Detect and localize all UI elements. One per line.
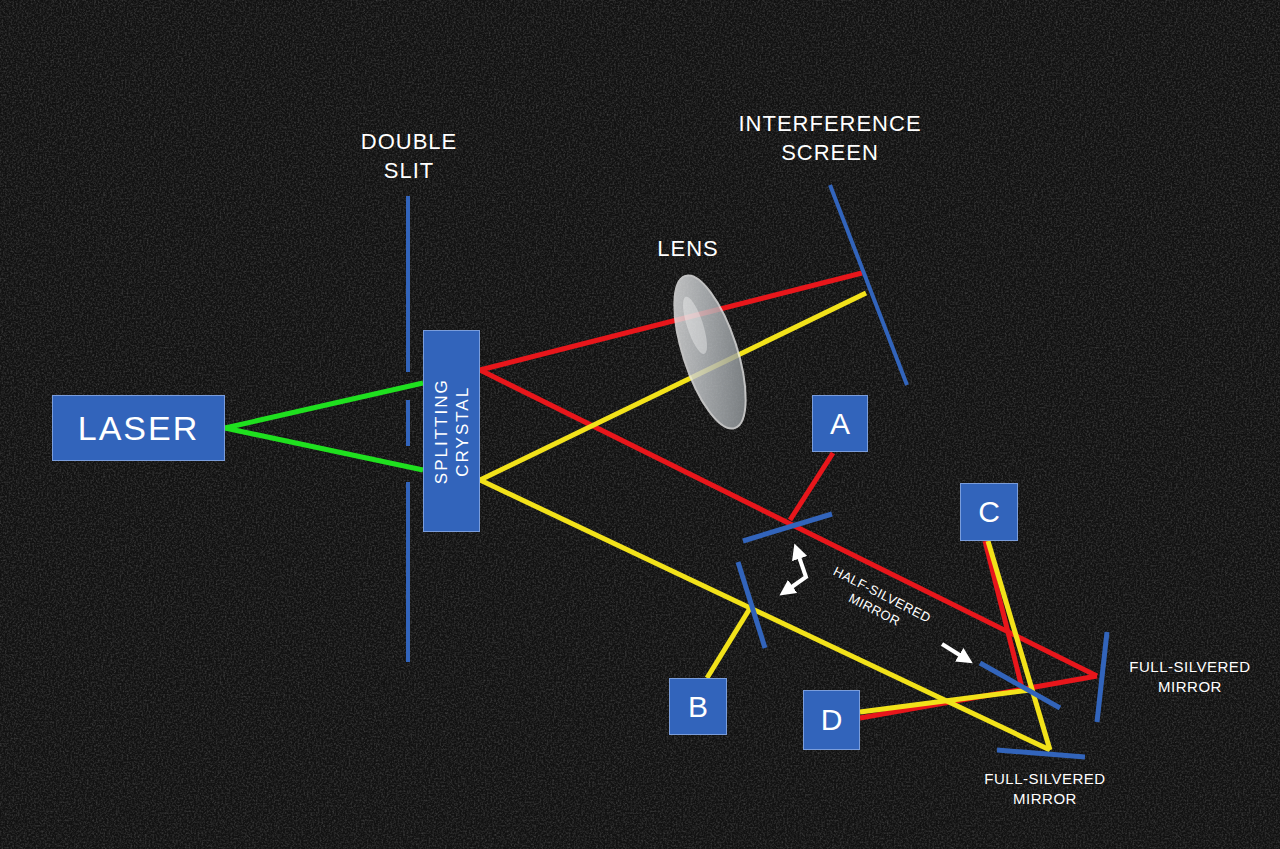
half-silvered-mirror [738, 562, 765, 648]
node-text: A [830, 407, 850, 441]
laser-box: LASER [52, 395, 225, 461]
detector-box: C [960, 483, 1018, 541]
lens [660, 268, 761, 437]
full-silvered-mirror [997, 750, 1085, 757]
interference-screen [830, 185, 907, 385]
node-text: SPLITTING CRYSTAL [430, 337, 473, 525]
node-text: D [821, 703, 843, 737]
detector-box: A [812, 395, 868, 452]
mirror-label: FULL-SILVERED MIRROR [1115, 657, 1265, 696]
red-beam [480, 273, 1097, 718]
node-text: LASER [78, 409, 200, 448]
part-label: INTERFERENCE SCREEN [710, 110, 950, 167]
node-text: C [978, 495, 1000, 529]
mirror-label: FULL-SILVERED MIRROR [970, 769, 1120, 808]
pointer-arrow [786, 551, 966, 659]
node-text: B [688, 690, 708, 724]
crystal-box: SPLITTING CRYSTAL [423, 330, 480, 532]
laser-beam [225, 428, 423, 470]
yellow-beam [480, 293, 1050, 750]
detector-box: B [669, 678, 727, 735]
double-slit [406, 196, 410, 662]
part-label: LENS [643, 235, 733, 264]
half-silvered-mirror [743, 514, 832, 541]
part-label: DOUBLE SLIT [334, 128, 484, 185]
half-silvered-mirror [980, 663, 1060, 708]
detector-box: D [803, 690, 860, 750]
laser-beam [225, 383, 423, 428]
full-silvered-mirror [1097, 632, 1107, 722]
